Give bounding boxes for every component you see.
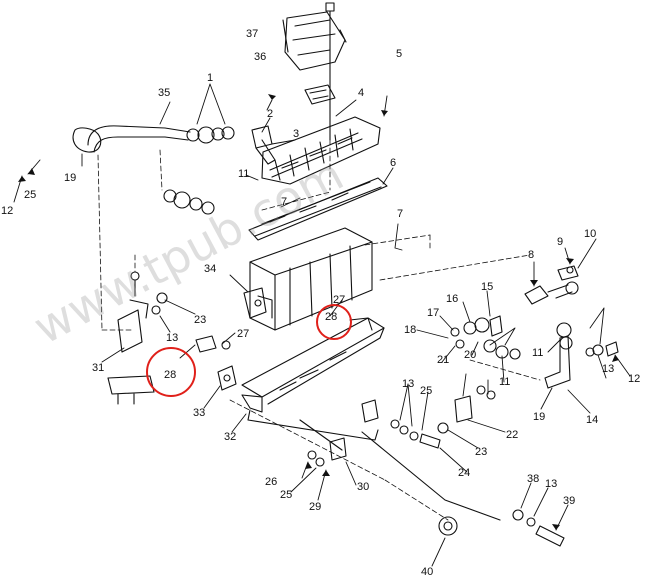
callout-label: 12 [628,373,640,385]
callout-label: 34 [204,263,216,275]
callout-label: 37 [246,28,258,40]
radiator-core [249,227,373,331]
center-right-bolts [450,327,496,400]
lower-hose-clamps [163,189,215,215]
callout-label: 27 [237,328,249,340]
bolt-arrowheads [18,94,619,530]
assembly-center-lines [97,139,541,521]
callout-label: 17 [427,307,439,319]
callout-label: 30 [357,481,369,493]
left-foot-bracket [107,375,155,405]
grommet-40 [438,516,458,536]
callout-label: 4 [358,87,364,99]
radiator-drain-block [243,287,267,319]
highlight-circles [146,304,352,397]
callout-label: 1 [207,72,213,84]
callout-label: 13 [545,478,557,490]
callout-label: 8 [528,249,534,261]
right-filler-pipe [524,281,579,305]
callout-label: 40 [421,566,433,578]
callout-label: 27 [333,294,345,306]
callout-label: 11 [532,347,543,359]
callout-label: 24 [458,467,470,479]
callout-label: 20 [464,349,476,361]
callout-label: 3 [293,128,299,140]
radiator-core-gasket [248,177,388,241]
radiator-lower-tank [241,317,385,413]
callout-label: 19 [64,172,76,184]
lower-left-bolts [307,437,347,467]
callout-label: 23 [475,446,487,458]
callout-label: 26 [265,476,277,488]
callout-label: 7 [397,208,403,220]
upper-hose-pipe [72,125,191,153]
callout-label: 32 [224,431,236,443]
callout-label: 10 [584,228,596,240]
callout-label: 25 [420,385,432,397]
radiator-top-tank [261,116,381,185]
callout-label: 12 [1,205,13,217]
callout-label: 19 [533,411,545,423]
mount-pad [304,84,336,105]
callout-label: 39 [563,495,575,507]
callout-label: 5 [396,48,402,60]
callout-label: 21 [437,354,449,366]
callout-label: 2 [267,108,273,120]
top-stud-bolt [325,2,335,141]
callout-label: 31 [92,362,104,374]
top-bracket-plate [282,11,347,71]
highlight-circle-28-right [316,304,352,340]
lower-support-rail [247,409,501,521]
callout-label: 16 [446,293,458,305]
callout-label: 6 [390,157,396,169]
callout-label: 13 [166,332,178,344]
callout-label: 35 [158,87,170,99]
callout-label: 11 [238,168,249,180]
callout-label: 14 [586,414,598,426]
callout-label: 11 [499,376,510,388]
right-cap [557,265,579,281]
callout-label: 23 [194,314,206,326]
callout-label: 36 [254,51,266,63]
left-mount-washers [151,292,168,315]
right-bolts-12-13 [585,341,619,357]
callout-label: 25 [24,189,36,201]
lower-center-mount [361,399,441,449]
highlight-circle-28-left [146,347,196,397]
callout-label: 28 [164,369,176,381]
callout-label: 38 [527,473,539,485]
upper-hose-clamps [186,126,235,144]
drain-petcock [195,335,231,353]
callout-label: 28 [325,311,337,323]
callout-label: 25 [280,489,292,501]
lower-right-bolt-38-39 [512,509,565,547]
callout-label: 33 [193,407,205,419]
callout-label: 18 [404,324,416,336]
lower-right-bracket [437,395,473,434]
callout-label: 9 [557,236,563,248]
upper-hose-outlet-fitting [251,125,276,165]
callout-label: 15 [481,281,493,293]
callout-labels: 1 2 3 4 5 6 7 7 8 9 10 11 11 11 12 12 13… [1,28,640,578]
callout-label: 13 [402,378,414,390]
right-hose-elbow [544,322,573,389]
shim-plate [217,365,237,391]
callout-label: 13 [602,363,614,375]
callout-label: 7 [281,196,287,208]
callout-label: 22 [506,429,518,441]
callout-label: 29 [309,501,321,513]
